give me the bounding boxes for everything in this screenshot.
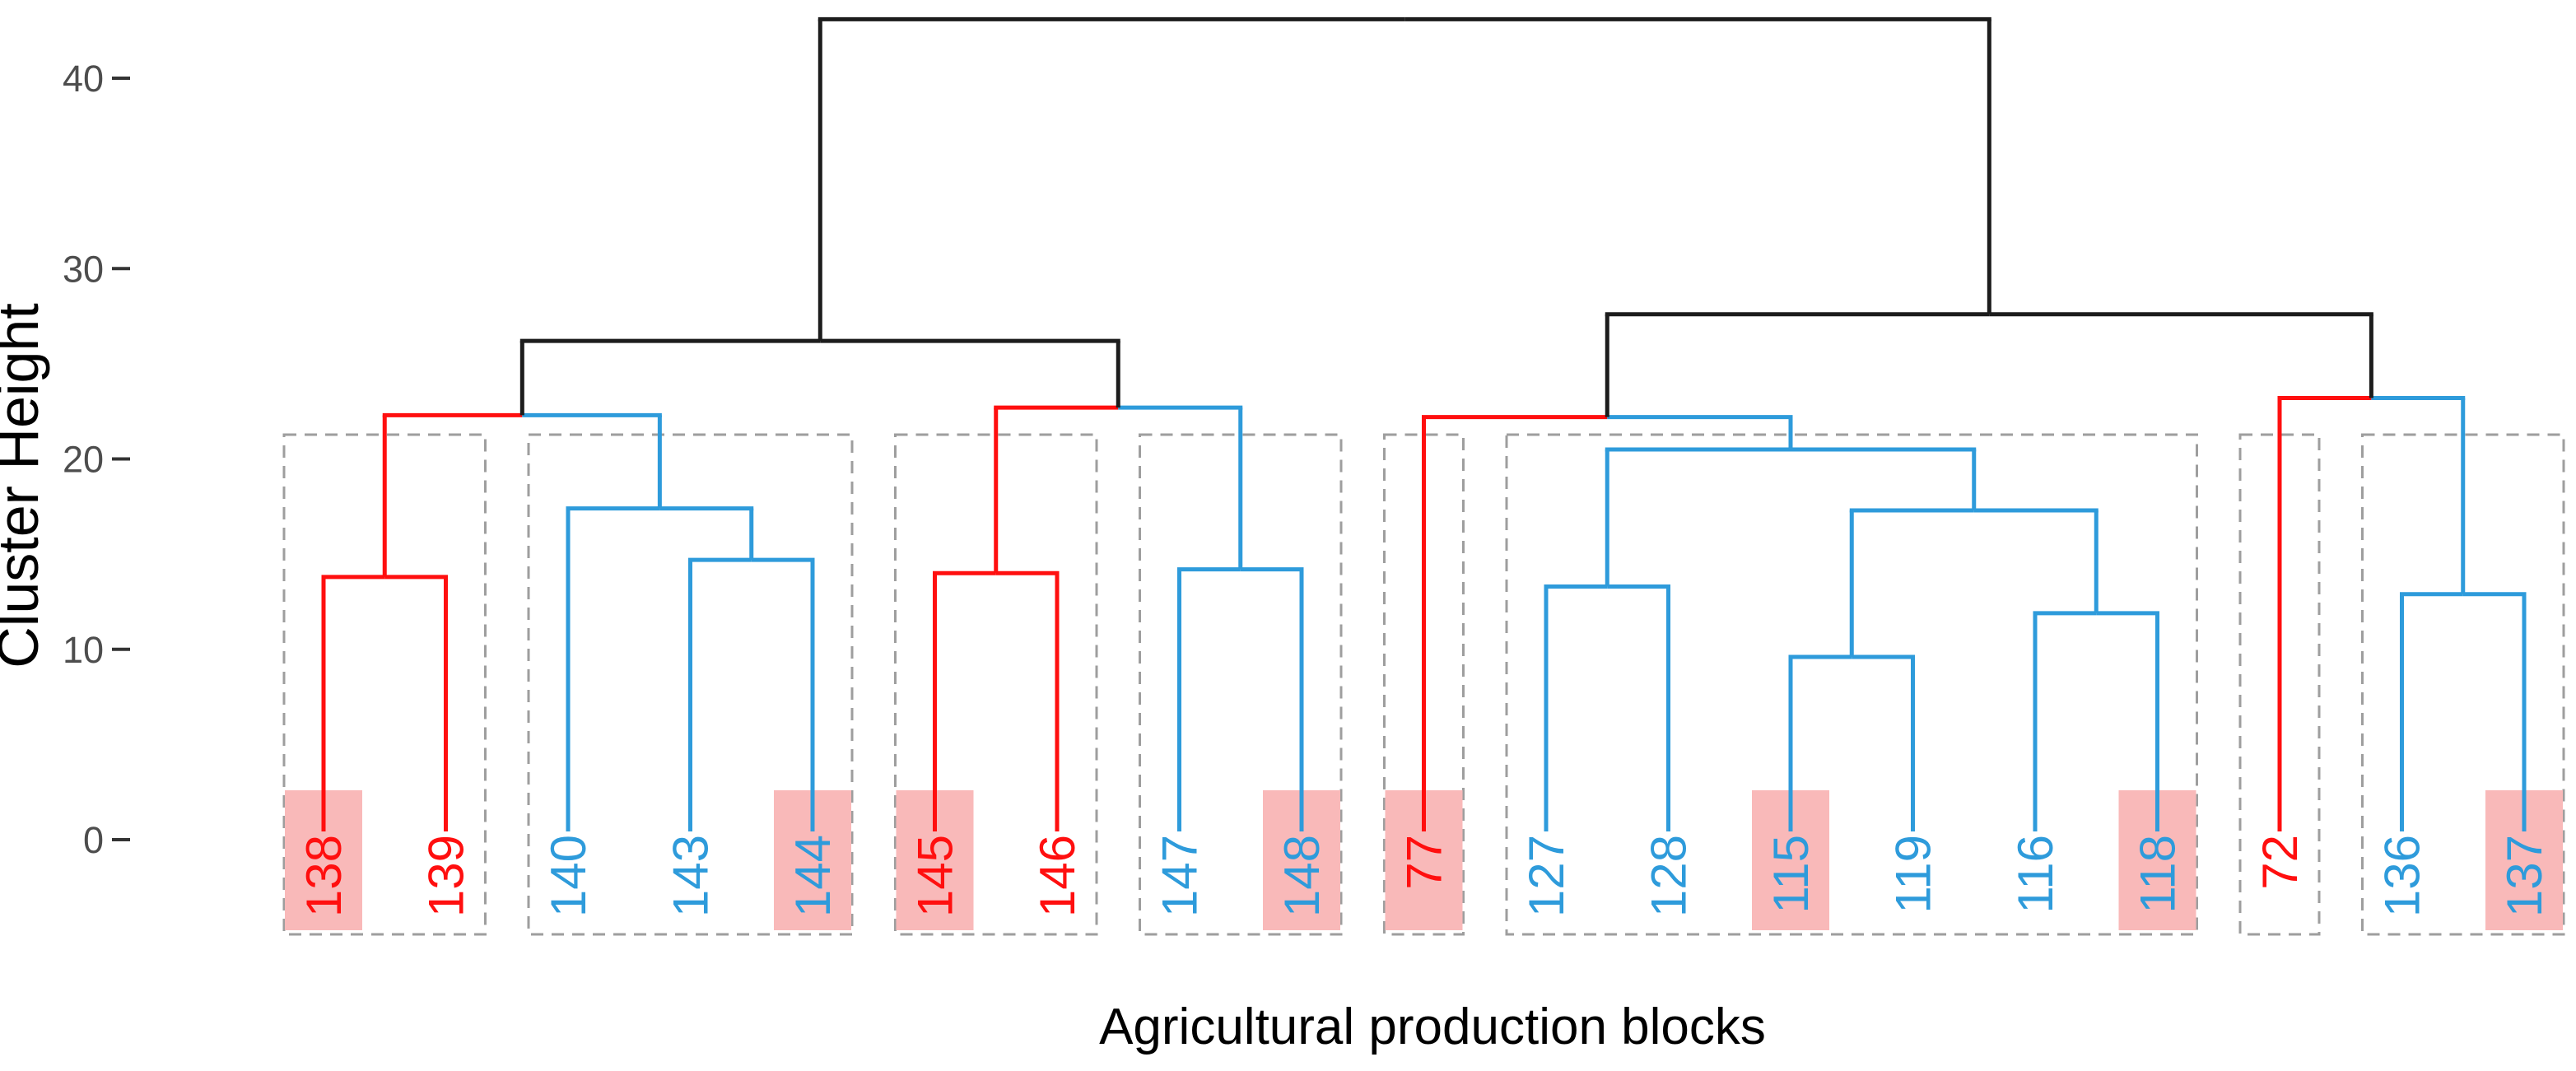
y-tick-label-20: 20	[63, 439, 104, 481]
leaf-label-147: 147	[1153, 835, 1208, 917]
leaf-label-146: 146	[1030, 835, 1085, 917]
leaf-label-118: 118	[2131, 835, 2186, 914]
leaf-label-77: 77	[1397, 835, 1452, 890]
leaf-label-137: 137	[2497, 835, 2552, 917]
cluster-boxes-layer	[282, 433, 2565, 936]
x-axis-title: Agricultural production blocks	[1099, 999, 1766, 1055]
leaf-labels-layer: 138 139 140 143 144 145 146 147 148 77 127 128 115 11…	[296, 835, 2552, 917]
y-axis-title: Cluster Height	[0, 303, 50, 668]
leaf-label-145: 145	[908, 835, 963, 917]
leaf-label-144: 144	[785, 835, 841, 917]
leaf-label-72: 72	[2252, 835, 2308, 890]
leaf-label-138: 138	[296, 835, 352, 917]
cluster-box-5	[1383, 433, 1465, 936]
y-tick-label-40: 40	[63, 58, 104, 100]
leaf-label-143: 143	[664, 835, 719, 917]
leaf-label-127: 127	[1519, 835, 1574, 917]
leaf-highlights-layer	[285, 790, 2563, 930]
leaf-label-128: 128	[1642, 835, 1697, 917]
leaf-label-119: 119	[1886, 835, 1941, 914]
y-tick-label-10: 10	[63, 629, 104, 671]
cluster-box-7	[2238, 433, 2321, 936]
y-axis-layer: 40 30 20 10 0	[63, 58, 130, 861]
leaf-label-140: 140	[541, 835, 596, 917]
y-tick-label-0: 0	[83, 819, 104, 861]
y-tick-label-30: 30	[63, 248, 104, 290]
leaf-label-139: 139	[419, 835, 474, 917]
tree-branches-layer	[321, 16, 2527, 831]
leaf-label-148: 148	[1274, 835, 1330, 917]
leaf-label-115: 115	[1763, 835, 1819, 914]
leaf-label-136: 136	[2375, 835, 2430, 917]
leaf-label-116: 116	[2008, 835, 2063, 914]
cluster-box-6	[1505, 433, 2198, 936]
